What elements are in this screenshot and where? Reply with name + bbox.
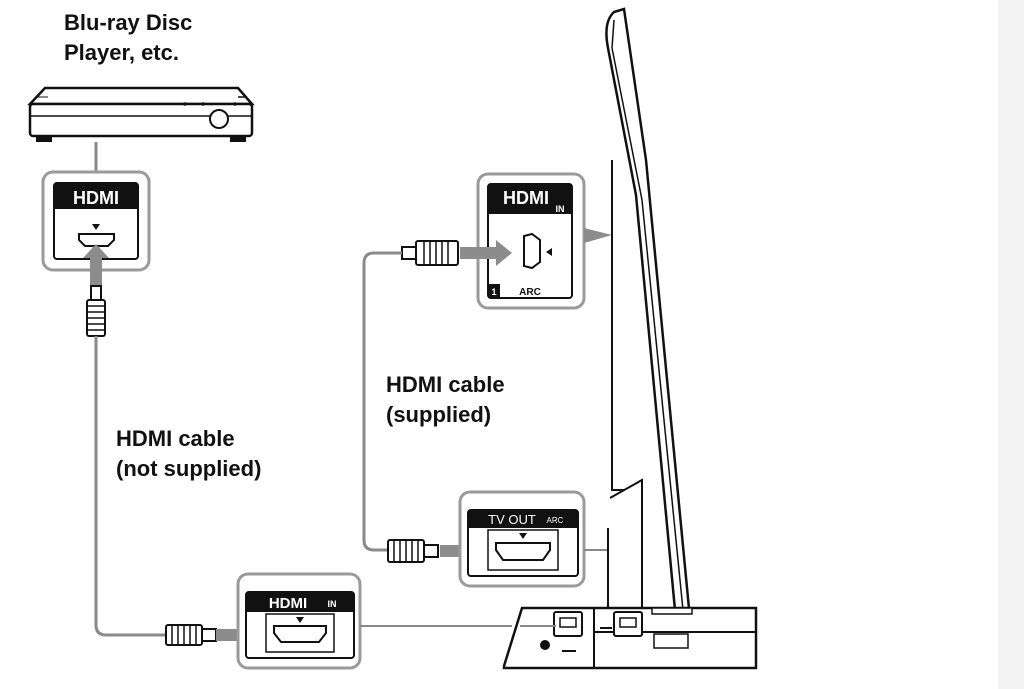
player-connect-arrow [83,244,109,285]
tv-connect-arrow [460,240,512,266]
tv-port-number: 1 [491,287,496,297]
tv-port-pointer [584,228,612,243]
source-device-line1: Blu-ray Disc [64,10,193,35]
tv-side-profile [605,7,694,644]
cable-supplied-label: HDMI cable (supplied) [386,370,505,430]
tv-hdmi-label: HDMI [503,188,549,208]
tv-cable-plug [401,240,459,266]
bar-out-cable-plug [387,539,439,563]
cable-not-supplied-label: HDMI cable (not supplied) [116,424,261,484]
tv-hdmi-in-label: IN [556,204,565,214]
hdmi-cable-supplied [362,251,402,552]
bar-in-in-label: IN [328,599,337,609]
bar-tv-out-arc-callout: TV OUT ARC [458,490,586,588]
cable-supplied-line1: HDMI cable [386,372,505,397]
cable-supplied-line2: (supplied) [386,402,492,427]
bar-in-cable-plug [165,624,217,646]
cable-not-supplied-line1: HDMI cable [116,426,235,451]
player-hdmi-label: HDMI [73,188,119,208]
player-cable-plug [86,285,106,337]
bar-out-arc-label: ARC [547,516,564,525]
tv-arc-label: ARC [519,287,541,298]
bar-hdmi-in-callout: HDMI IN [236,572,362,670]
bar-in-hdmi-label: HDMI [269,595,307,612]
hdmi-cable-not-supplied [94,336,166,637]
cable-not-supplied-line2: (not supplied) [116,456,262,481]
source-device-label: Blu-ray Disc Player, etc. [64,8,192,68]
source-device-line2: Player, etc. [64,40,179,65]
tv-stand-base [502,606,758,670]
player-hdmi-port-callout: HDMI [41,170,151,272]
bar-out-label: TV OUT [488,512,536,527]
bluray-player [27,86,255,142]
tv-hdmi-arc-port-callout: HDMI IN 1 ARC [476,172,586,310]
page-edge-strip [998,0,1024,689]
